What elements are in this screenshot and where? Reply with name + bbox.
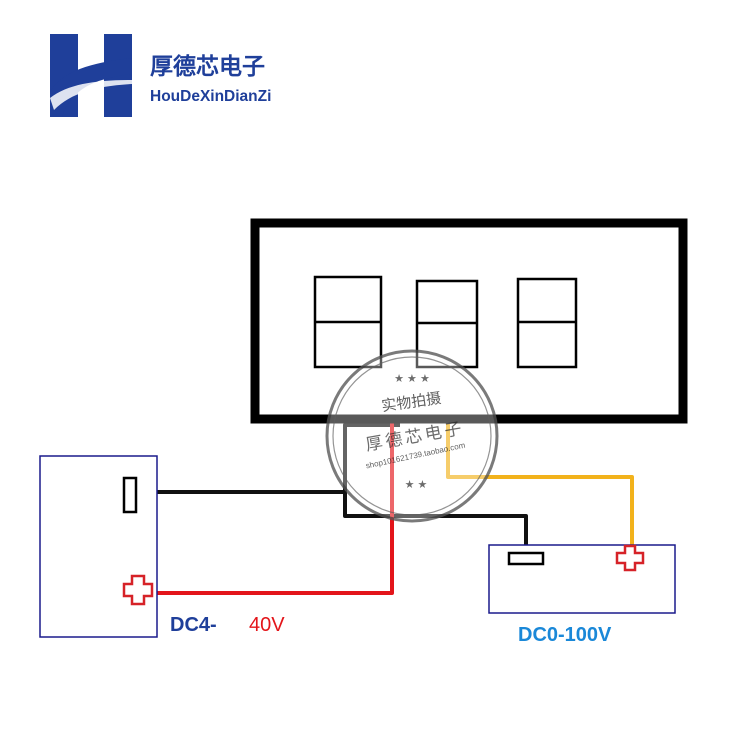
meter-digit-1 bbox=[313, 275, 383, 369]
wires bbox=[157, 422, 634, 595]
meter-display bbox=[250, 218, 688, 424]
power-supply-label-main: DC4- bbox=[170, 614, 217, 636]
brand-name-cn: 厚德芯电子 bbox=[150, 53, 265, 80]
wire-yellow-source-positive bbox=[446, 424, 634, 545]
brand-name-en: HouDeXinDianZi bbox=[150, 88, 271, 105]
measured-source-minus-terminal bbox=[507, 551, 545, 566]
wire-red-power-positive bbox=[157, 422, 394, 595]
power-supply-plus-terminal bbox=[122, 574, 154, 606]
watermark-stamp: ★ ★ ★ 实物拍摄 厚德芯电子 shop101621739.taobao.co… bbox=[325, 349, 499, 523]
power-supply-label-voltage: 40V bbox=[249, 614, 285, 636]
power-supply-minus-terminal bbox=[122, 476, 138, 514]
meter-digit-2 bbox=[415, 279, 479, 369]
power-supply-box bbox=[39, 455, 158, 638]
measured-source: DC0-100V bbox=[488, 544, 676, 646]
measured-source-label: DC0-100V bbox=[518, 624, 612, 646]
meter-frame bbox=[250, 218, 688, 424]
power-supply: DC4- 40V bbox=[39, 455, 285, 638]
svg-text:★ ★ ★: ★ ★ ★ bbox=[394, 373, 430, 385]
meter-digit-3 bbox=[516, 277, 578, 369]
brand-logo: 厚德芯电子 HouDeXinDianZi bbox=[50, 34, 271, 117]
wire-black-power-negative bbox=[157, 423, 400, 494]
svg-text:★ ★: ★ ★ bbox=[405, 479, 428, 491]
measured-source-plus-terminal bbox=[615, 544, 645, 572]
wire-black-source-negative bbox=[343, 492, 528, 545]
brand-logo-mark bbox=[50, 34, 132, 117]
